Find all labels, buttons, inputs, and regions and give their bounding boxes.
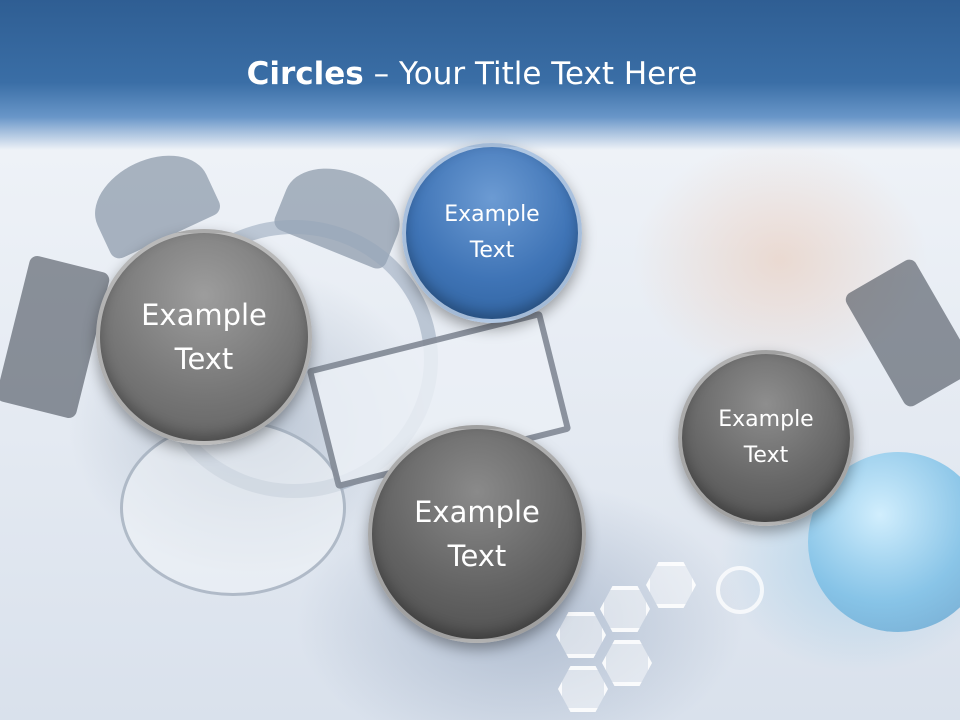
circle-blue[interactable]: Example Text: [402, 143, 582, 323]
target-icon: [716, 566, 764, 614]
circle-right[interactable]: Example Text: [678, 350, 854, 526]
circle-left-text: Example Text: [141, 298, 267, 376]
circle-middle-text: Example Text: [414, 495, 540, 573]
title-bold-text: Circles: [246, 56, 364, 92]
circle-blue-text: Example Text: [444, 202, 540, 263]
slide-title[interactable]: Circles – Your Title Text Here: [0, 52, 944, 96]
clock-face-icon: [120, 420, 346, 596]
title-rest-text: – Your Title Text Here: [363, 56, 698, 92]
title-bar: [0, 0, 960, 150]
circle-right-text: Example Text: [718, 407, 814, 468]
circle-middle[interactable]: Example Text: [368, 425, 586, 643]
circle-left[interactable]: Example Text: [96, 229, 312, 445]
